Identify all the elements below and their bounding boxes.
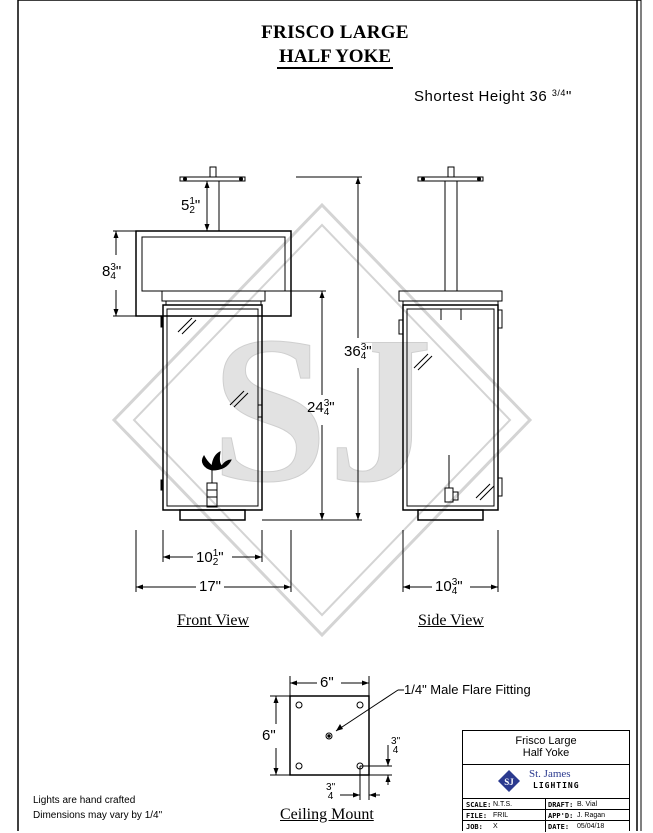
fitting-leader-line: [335, 689, 399, 732]
front-view-label: Front View: [177, 612, 250, 629]
sj-watermark-logo: SJ: [111, 202, 533, 638]
side-bottom-base: [417, 509, 484, 521]
flare-fitting-label: 1/4" Male Flare Fitting: [404, 682, 531, 697]
side-glass-panel: [406, 308, 495, 507]
side-view-label: Side View: [418, 612, 484, 629]
title-block: Frisco Large Half Yoke SJ St. James LIGH…: [462, 730, 630, 833]
title-block-row-file: FILE: FRIL APP'D: J. Ragan: [463, 809, 629, 821]
shortest-height-fraction: 3/4: [551, 88, 566, 98]
svg-text:SJ: SJ: [504, 777, 514, 787]
dim-overall-width: 17": [199, 578, 222, 595]
ceiling-mount-plate: [289, 695, 370, 776]
dim-mount-offset-y: 3"4: [391, 736, 401, 756]
company-sub: LIGHTING: [533, 781, 580, 790]
side-stem: [444, 180, 458, 292]
shortest-height-text: Shortest Height 36: [414, 88, 548, 105]
ceiling-mount-label: Ceiling Mount: [280, 806, 374, 823]
title-block-row-job: JOB: X DATE: 05/04/18: [463, 820, 629, 833]
front-yoke-outer: [135, 230, 292, 317]
side-canopy: [417, 176, 484, 182]
sheet-border: [17, 0, 641, 831]
shortest-height-unit: ": [565, 88, 572, 105]
dim-mount-width: 6": [320, 674, 334, 691]
dim-mount-height: 6": [262, 727, 276, 744]
drawing-title-line2: HALF YOKE: [200, 46, 470, 69]
flame-icon: [201, 451, 232, 471]
note-hand-crafted: Lights are hand crafted: [33, 795, 136, 806]
title-block-logo-row: SJ St. James LIGHTING: [463, 764, 629, 799]
front-stem: [206, 180, 220, 232]
title-block-name-line2: Half Yoke: [522, 747, 570, 759]
dim-mount-offset-x: 3"4: [326, 782, 336, 802]
title-block-name-line1: Frisco Large: [515, 735, 577, 747]
front-bottom-base: [179, 509, 246, 521]
st-james-logo-icon: SJ: [498, 770, 520, 792]
shortest-height-label: Shortest Height 36 3/4": [414, 88, 572, 105]
ceiling-mount-drawing: [270, 676, 404, 800]
front-canopy-stem: [209, 166, 217, 178]
title-block-row-scale: SCALE: N.T.S. DRAFT: B. Vial: [463, 798, 629, 810]
company-name: St. James: [529, 768, 571, 780]
flare-fitting-hole: [325, 732, 333, 740]
note-dimensions-vary: Dimensions may vary by 1/4": [33, 810, 163, 821]
front-view-drawing: [113, 166, 362, 592]
side-view-drawing: [398, 166, 503, 592]
drawing-title-line1: FRISCO LARGE: [261, 22, 409, 43]
drawing-title-line2-text: HALF YOKE: [276, 46, 394, 69]
title-block-name: Frisco Large Half Yoke: [463, 735, 629, 759]
front-canopy: [179, 176, 246, 182]
